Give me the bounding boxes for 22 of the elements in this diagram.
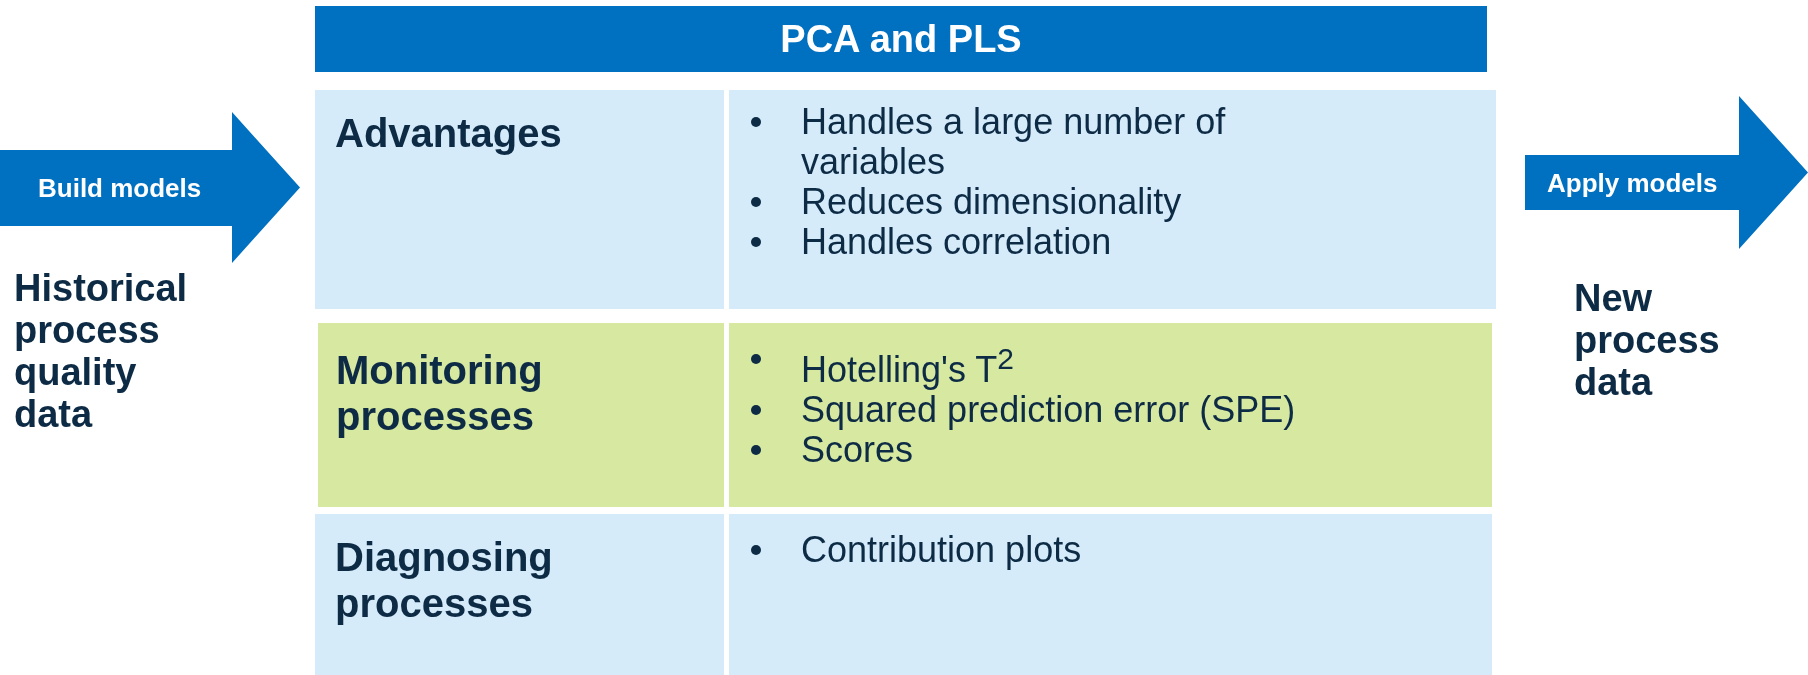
bullet-text: Scores <box>801 429 914 470</box>
bullet-text: Hotelling's T$^{2}$ <box>801 349 1014 390</box>
table-cell <box>729 90 1496 309</box>
bullet-text: Reduces dimensionality <box>801 181 1182 222</box>
arrow-label: Build models <box>38 173 202 204</box>
header-text: PCA and PLS <box>780 18 1022 60</box>
table-cell <box>729 514 1492 675</box>
side-text: Historical process quality data <box>14 267 189 435</box>
row-heading: Monitoring processes <box>336 347 544 439</box>
table-cell <box>729 323 1492 507</box>
bullet-text: Handles correlation <box>801 221 1112 262</box>
header-band <box>315 6 1487 72</box>
bullet-text: Handles a large number of variables <box>801 101 1226 182</box>
bullet-text: Contribution plots <box>801 529 1082 570</box>
side-text: New process data <box>1574 277 1721 403</box>
row-heading: Advantages <box>335 110 562 156</box>
bullet-text: Squared prediction error (SPE) <box>801 389 1296 430</box>
table-cell <box>315 90 724 309</box>
table-cell <box>315 514 724 675</box>
table-cell <box>318 323 724 507</box>
row-heading: Diagnosing processes <box>335 534 554 626</box>
arrow-label: Apply models <box>1547 167 1718 199</box>
